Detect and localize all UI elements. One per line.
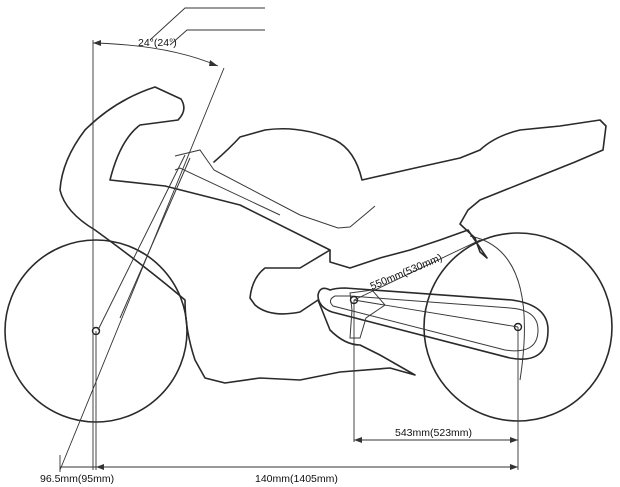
- steering-axis: [59, 67, 225, 471]
- caster-leader-2: [169, 29, 265, 46]
- caster-leader: [149, 7, 265, 41]
- caster-arrow-right: [209, 60, 218, 66]
- pivot-dim-arrow-r: [510, 437, 518, 443]
- front-fairing: [59, 86, 416, 384]
- swingarm-dim-line-2: [353, 299, 519, 328]
- pivot-dim-arrow-l: [354, 437, 362, 443]
- swingarm-dim-line: [353, 239, 481, 301]
- wheelbase-arrow-r: [510, 464, 518, 470]
- inner-fairing-line: [174, 149, 376, 229]
- wheelbase-arrow-l: [96, 464, 104, 470]
- swingarm-loop: [317, 287, 549, 360]
- rear-link: [349, 289, 386, 339]
- pivot-to-axle-label: 543mm(523mm): [395, 427, 472, 439]
- fork-tube: [97, 154, 186, 331]
- rear-fender-arc: [469, 235, 525, 381]
- caster-arrow-left: [93, 40, 101, 46]
- fork-tube-2: [119, 157, 191, 319]
- caster-angle-label: 24°(24°): [138, 37, 177, 49]
- trail-label: 96.5mm(95mm): [40, 473, 114, 485]
- tank-and-seat: [213, 119, 607, 269]
- wheelbase-label: 140mm(1405mm): [255, 473, 338, 485]
- caster-arc: [92, 42, 219, 67]
- frame-rail: [174, 167, 281, 216]
- swingarm-inner: [329, 295, 539, 352]
